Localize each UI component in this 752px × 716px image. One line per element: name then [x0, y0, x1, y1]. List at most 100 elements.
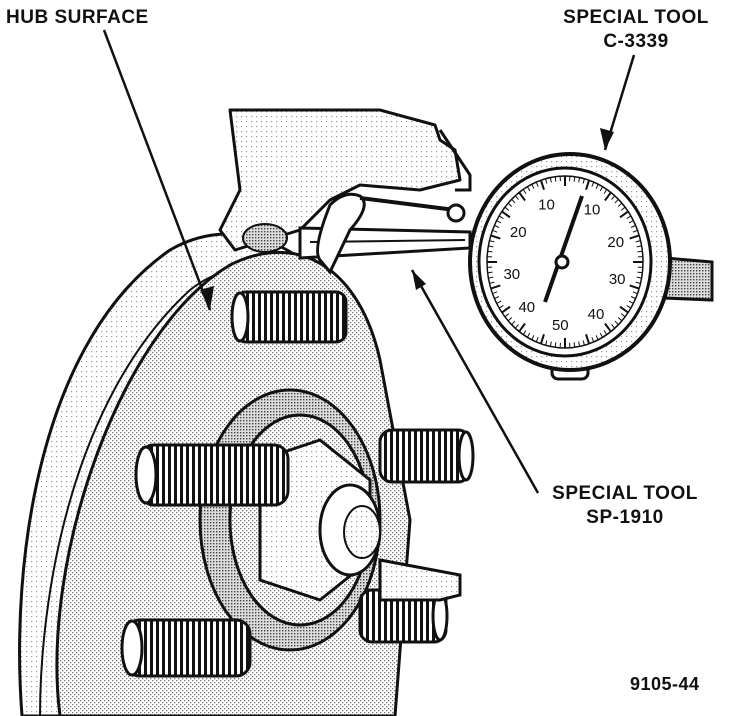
- label-c3339-line2: C-3339: [603, 31, 669, 52]
- dial-tick: [494, 224, 500, 228]
- dial-tick: [635, 240, 641, 243]
- dial-tick: [490, 284, 501, 290]
- dial-tick: [539, 179, 545, 191]
- figure-number-text: 9105-44: [630, 674, 700, 694]
- dial-tick: [496, 300, 502, 304]
- dial-tick: [595, 183, 599, 189]
- label-hub-surface: HUB SURFACE: [6, 6, 149, 30]
- label-hub-surface-text: HUB SURFACE: [6, 7, 149, 28]
- dial-tick: [535, 181, 539, 187]
- dial-tick: [526, 186, 531, 192]
- dial-tick: [599, 332, 604, 338]
- dial-tick: [511, 198, 516, 204]
- dial-number: 50: [552, 317, 569, 334]
- dial-tick: [498, 215, 504, 220]
- arrowhead-c3339: [600, 128, 614, 150]
- dial-tick: [628, 300, 634, 304]
- dial-tick: [545, 340, 548, 346]
- dial-tick: [591, 337, 595, 343]
- dial-needle: [543, 195, 584, 303]
- dial-tick: [611, 195, 616, 200]
- dial-tick: [614, 198, 619, 204]
- leader-arrowheads: [200, 128, 614, 310]
- dial-tick: [620, 313, 626, 318]
- dial-tick: [522, 189, 527, 194]
- dial-tick: [489, 281, 495, 284]
- dial-tick: [573, 176, 576, 182]
- dial-tick: [488, 276, 494, 279]
- arrowhead-hub-surface: [200, 286, 214, 310]
- dial-tick: [535, 337, 539, 343]
- dial-tick: [494, 296, 500, 300]
- dial-tick: [489, 240, 495, 243]
- dial-tick: [539, 333, 545, 345]
- dial-tick: [617, 202, 623, 207]
- dial-tick: [611, 324, 616, 329]
- dial-tick: [635, 281, 641, 284]
- steering-knuckle: [218, 108, 472, 253]
- dial-number: 20: [607, 234, 624, 251]
- dial-tick: [630, 224, 636, 228]
- dial-number: 40: [588, 306, 605, 323]
- dial-tick: [518, 322, 526, 333]
- dial-tick: [582, 178, 585, 184]
- leader-sp1910: [410, 269, 540, 494]
- wheel-stud-left: [134, 443, 290, 507]
- dial-tick: [619, 305, 629, 314]
- dial-tick: [549, 177, 552, 183]
- dial-tick: [514, 195, 519, 200]
- leader-hub-surface: [102, 29, 212, 311]
- dial-tick: [578, 341, 581, 347]
- dial-tick: [487, 250, 493, 253]
- dial-tick: [617, 317, 623, 322]
- dial-tick: [545, 178, 548, 184]
- dial-tick: [504, 313, 510, 318]
- dial-tick: [603, 189, 608, 194]
- dial-tick: [620, 206, 626, 211]
- dial-tick: [504, 206, 510, 211]
- dial-tick: [585, 333, 591, 345]
- dial-tick: [554, 342, 557, 348]
- dial-tick: [629, 284, 640, 290]
- dial-tick: [526, 332, 531, 338]
- dial-number: 30: [609, 271, 626, 288]
- dial-tick: [603, 330, 608, 335]
- dial-tick: [591, 181, 595, 187]
- dial-tick: [554, 176, 557, 182]
- dial-number: 10: [584, 201, 601, 218]
- dial-tick: [628, 220, 634, 224]
- dial-tick: [522, 330, 527, 335]
- dial-tick: [496, 220, 502, 224]
- dial-tick: [531, 183, 535, 189]
- wheel-stud-lower-right: [358, 588, 449, 644]
- dial-tick: [518, 191, 526, 202]
- label-sp1910-line1: SPECIAL TOOL: [552, 483, 698, 504]
- dial-tick: [492, 291, 498, 295]
- dial-tick: [511, 320, 516, 326]
- dial-tick: [619, 210, 629, 219]
- dial-tick: [632, 229, 638, 233]
- wheel-stud-right: [378, 428, 475, 484]
- dial-tick: [492, 229, 498, 233]
- dial-tick: [507, 202, 513, 207]
- dial-tick: [582, 340, 585, 346]
- wheel-stud-upper: [230, 290, 348, 344]
- dial-center-pivot: [554, 254, 570, 270]
- arrowhead-sp1910: [412, 270, 426, 290]
- dial-tick: [531, 335, 535, 341]
- lower-bracket: [378, 558, 462, 602]
- dial-tick: [632, 291, 638, 295]
- dial-scale-ticks: [487, 176, 643, 348]
- dial-number: 20: [510, 224, 527, 241]
- dial-tick: [626, 304, 632, 309]
- dial-number: 30: [503, 266, 520, 283]
- dial-tick: [604, 322, 612, 333]
- dial-tick: [626, 215, 632, 220]
- dial-tick: [501, 210, 511, 219]
- label-special-tool-c3339: SPECIAL TOOL C-3339: [556, 6, 716, 54]
- wheel-stud-lower-left: [120, 618, 252, 678]
- dial-tick: [573, 342, 576, 348]
- dial-tick: [637, 271, 643, 274]
